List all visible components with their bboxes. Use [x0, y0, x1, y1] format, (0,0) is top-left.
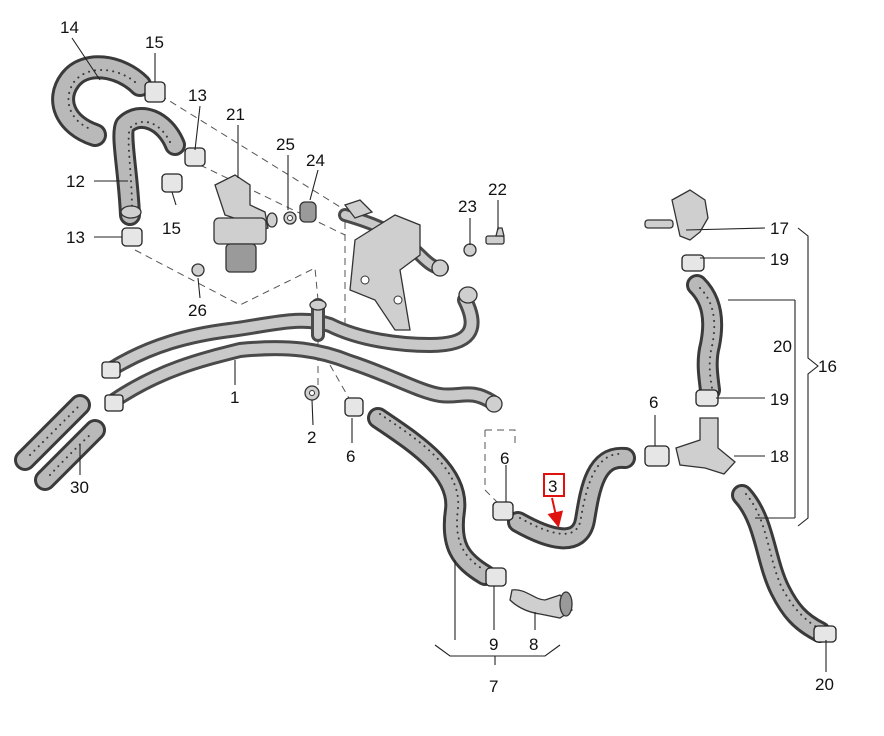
hose-20-lower: [731, 484, 837, 643]
connector-17: [644, 189, 709, 241]
hose-12: [112, 107, 186, 226]
callout-17: 17: [770, 219, 789, 238]
hose-3: [492, 446, 636, 550]
callout-9: 9: [489, 635, 498, 654]
callout-22: 22: [488, 180, 507, 199]
highlight-3: [543, 473, 565, 528]
callout-24: 24: [306, 151, 325, 170]
callout-19-top: 19: [770, 250, 789, 269]
callout-20-mid: 20: [773, 337, 792, 356]
callout-3: 3: [548, 477, 557, 496]
small-parts-24-25-26: [191, 201, 317, 277]
callout-12: 12: [66, 172, 85, 191]
callout-20-bottom: 20: [815, 675, 834, 694]
callout-8: 8: [529, 635, 538, 654]
callout-26: 26: [188, 301, 207, 320]
hose-30: [14, 361, 124, 491]
callout-25: 25: [276, 135, 295, 154]
clamp-19-lower: [695, 389, 719, 407]
hose-14: [51, 55, 152, 147]
callout-30: 30: [70, 478, 89, 497]
mounting-bracket: [343, 199, 421, 331]
hose-20-upper: [686, 274, 724, 401]
callout-14: 14: [60, 18, 79, 37]
callout-labels: 14 15 13 21 25 24 12 15 13 26 23 22 1 2 …: [60, 18, 837, 696]
clamp-2: [304, 385, 320, 401]
elbow-8: [509, 589, 573, 619]
callout-7: 7: [489, 677, 498, 696]
callout-6-left: 6: [346, 447, 355, 466]
callout-19-lower: 19: [770, 390, 789, 409]
callout-18: 18: [770, 447, 789, 466]
callout-23: 23: [458, 197, 477, 216]
coolant-pipe-assembly: [102, 208, 503, 413]
leader-lines: [71, 37, 827, 672]
callout-6-right: 6: [649, 393, 658, 412]
callout-13-top: 13: [188, 86, 207, 105]
bolts-22-23: [463, 227, 505, 257]
callout-15-top: 15: [145, 33, 164, 52]
tee-18: [675, 417, 736, 475]
callout-6-mid: 6: [500, 449, 509, 468]
callout-1: 1: [230, 388, 239, 407]
clamp-6-right: [644, 445, 670, 467]
clamp-19-upper: [681, 254, 705, 272]
callout-13-left: 13: [66, 228, 85, 247]
clamp-6-left: [344, 397, 364, 417]
water-pump-21: [213, 174, 278, 273]
callout-15-mid: 15: [162, 219, 181, 238]
callout-16: 16: [818, 357, 837, 376]
hose-7: [367, 407, 496, 586]
clamp-9: [485, 567, 507, 587]
callout-2: 2: [307, 428, 316, 447]
callout-21: 21: [226, 105, 245, 124]
